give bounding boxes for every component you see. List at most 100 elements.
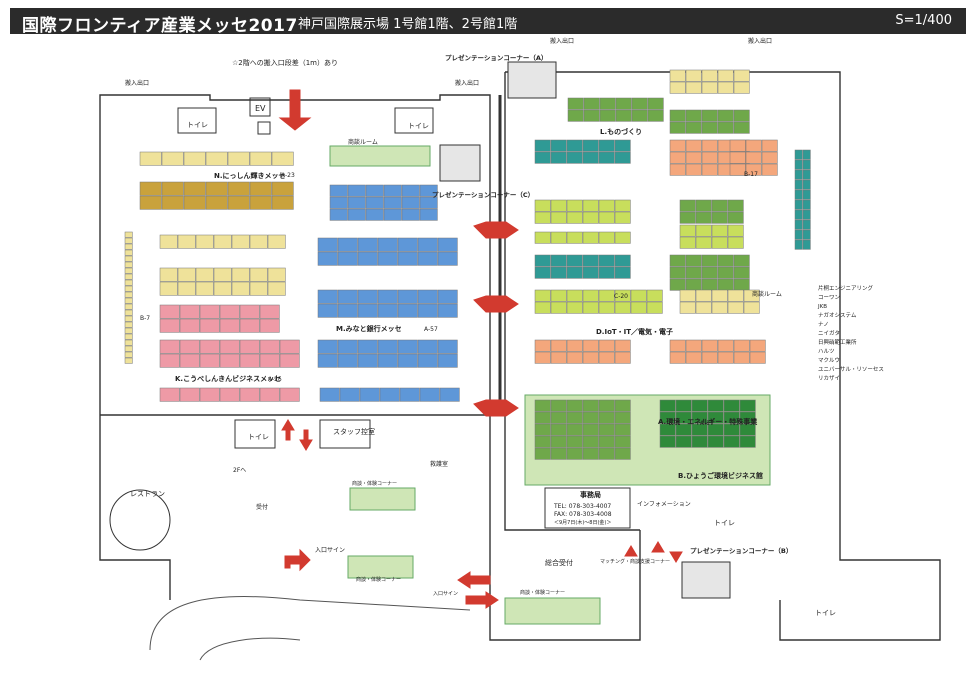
booth <box>701 109 718 122</box>
map-title: 国際フロンティア産業メッセ2017 <box>22 16 298 36</box>
red-arrow <box>473 221 519 239</box>
booth <box>631 109 648 122</box>
booth <box>124 285 133 292</box>
booth-id-label: A-25 <box>268 376 282 383</box>
booth <box>183 195 206 210</box>
booth <box>675 423 692 436</box>
booth <box>717 254 734 267</box>
toilet-label: トイレ <box>714 519 735 527</box>
toilet-label: トイレ <box>408 122 429 130</box>
booth <box>124 327 133 334</box>
booth <box>739 423 756 436</box>
booth <box>614 351 631 364</box>
booth-layer <box>124 69 811 460</box>
toilet-block <box>234 419 276 449</box>
booth <box>733 109 750 122</box>
booth <box>794 189 803 200</box>
booth <box>377 353 398 368</box>
company-name: ユニバーサル・リソーセス <box>818 366 884 373</box>
zone-m-label: M.みなと銀行メッセ <box>336 324 402 333</box>
toilet-label: トイレ <box>187 121 208 129</box>
booth <box>582 254 599 267</box>
booth <box>534 423 551 436</box>
booth <box>566 151 583 164</box>
toilet-label: トイレ <box>815 609 836 617</box>
booth <box>566 339 583 352</box>
booth <box>401 196 420 209</box>
booth <box>711 224 728 237</box>
booth <box>598 139 615 152</box>
lounge-label: 商談ルーム <box>752 290 782 298</box>
booth <box>161 195 184 210</box>
company-name: マクルウ <box>818 356 840 364</box>
booth <box>417 339 438 354</box>
booth <box>365 184 384 197</box>
booth <box>723 411 740 424</box>
booth <box>802 189 811 200</box>
booth <box>679 236 696 249</box>
booth <box>550 301 567 314</box>
booth <box>179 339 200 354</box>
booth <box>802 199 811 210</box>
booth <box>329 208 348 221</box>
booth <box>598 411 615 424</box>
booth <box>383 196 402 209</box>
booth <box>124 297 133 304</box>
elevator-box <box>257 121 271 135</box>
booth <box>239 339 260 354</box>
booth <box>124 303 133 310</box>
booth <box>419 196 438 209</box>
booth <box>566 447 583 460</box>
booth <box>802 169 811 180</box>
booth <box>729 151 746 164</box>
booth <box>124 237 133 244</box>
booth <box>550 266 567 279</box>
booth <box>598 266 615 279</box>
booth <box>761 139 778 152</box>
booth <box>550 435 567 448</box>
booth <box>566 139 583 152</box>
booth <box>534 435 551 448</box>
booth <box>124 231 133 238</box>
matching-corner-label: マッチング・商談支援コーナー <box>600 558 670 565</box>
booth <box>566 231 583 244</box>
booth <box>717 109 734 122</box>
booth <box>419 208 438 221</box>
booth <box>357 237 378 252</box>
booth <box>717 81 734 94</box>
booth <box>598 301 615 314</box>
booth <box>582 339 599 352</box>
booth <box>219 339 240 354</box>
booth <box>695 199 712 212</box>
booth <box>614 254 631 267</box>
booth <box>669 278 686 291</box>
booth <box>199 387 220 402</box>
booth <box>550 151 567 164</box>
booth <box>437 289 458 304</box>
booth <box>383 184 402 197</box>
lobby-wall <box>99 415 171 600</box>
booth <box>124 345 133 352</box>
booth <box>249 181 272 196</box>
booth <box>337 289 358 304</box>
booth <box>691 435 708 448</box>
red-arrow <box>465 591 499 609</box>
booth <box>213 234 232 249</box>
booth <box>357 289 378 304</box>
booth <box>707 423 724 436</box>
booth <box>139 181 162 196</box>
booth <box>139 151 162 166</box>
booth <box>598 447 615 460</box>
booth <box>733 81 750 94</box>
booth <box>124 255 133 262</box>
booth <box>437 251 458 266</box>
booth <box>675 411 692 424</box>
booth-id-label: C-20 <box>614 293 628 300</box>
booth <box>566 301 583 314</box>
booth <box>550 411 567 424</box>
booth <box>691 411 708 424</box>
booth <box>227 195 250 210</box>
booth <box>337 353 358 368</box>
booth-id-label: A-23 <box>281 172 295 179</box>
booth <box>213 281 232 296</box>
